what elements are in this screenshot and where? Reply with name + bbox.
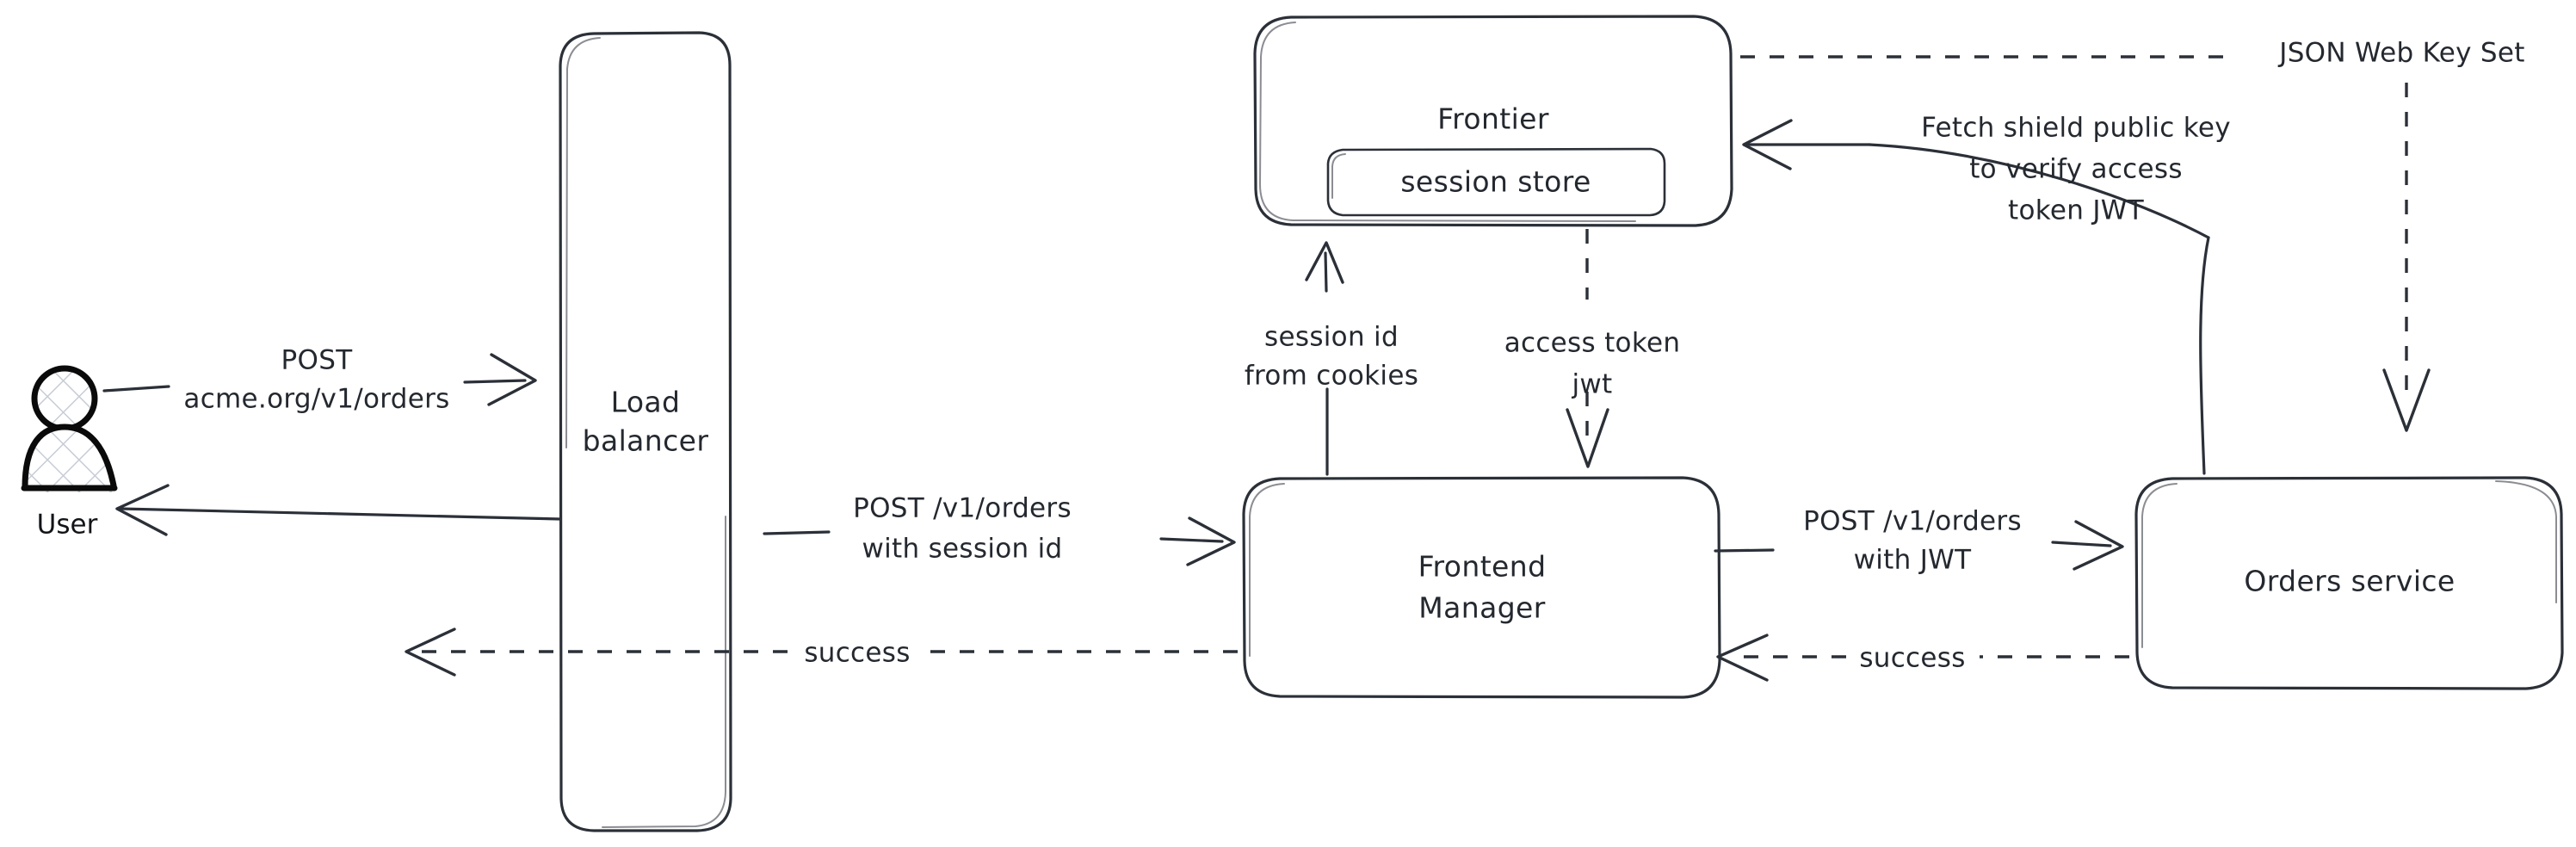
node-load-balancer-label-line2: balancer bbox=[583, 424, 709, 458]
edge-load-balancer-to-user bbox=[115, 484, 562, 536]
node-frontier[interactable]: Frontier session store bbox=[1253, 15, 1733, 227]
edge-fm-to-lb-success: success bbox=[405, 628, 1238, 677]
node-session-store-label: session store bbox=[1400, 165, 1591, 199]
node-session-store[interactable]: session store bbox=[1326, 147, 1666, 217]
edge-fm-to-orders-label-line1: POST /v1/orders bbox=[1803, 506, 2022, 537]
edge-frontier-to-orders-label: JSON Web Key Set bbox=[2277, 38, 2524, 69]
edge-orders-to-fm-success: success bbox=[1716, 634, 2129, 682]
node-load-balancer-label-line1: Load bbox=[611, 386, 681, 419]
edge-fm-to-orders-service: POST /v1/orders with JWT bbox=[1714, 506, 2124, 576]
edge-fm-to-lb-label: success bbox=[804, 638, 910, 669]
edge-fm-to-frontier: session id from cookies bbox=[1245, 241, 1418, 476]
edge-fm-to-frontier-label-line1: session id bbox=[1264, 322, 1399, 353]
node-orders-service[interactable]: Orders service bbox=[2134, 476, 2564, 690]
edge-user-to-load-balancer: POST acme.org/v1/orders bbox=[102, 345, 537, 415]
edge-frontier-to-orders-jwks: JSON Web Key Set bbox=[1740, 38, 2524, 432]
node-frontend-manager-label-line2: Manager bbox=[1418, 591, 1545, 625]
node-orders-service-label: Orders service bbox=[2244, 565, 2455, 598]
node-frontend-manager[interactable]: Frontend Manager bbox=[1242, 476, 1721, 699]
edge-lb-to-fm-label-line2: with session id bbox=[862, 534, 1062, 565]
edge-fm-to-orders-label-line2: with JWT bbox=[1854, 545, 1973, 576]
actor-user-label: User bbox=[37, 510, 98, 541]
edge-orders-to-frontier-fetch-key: Fetch shield public key to verify access… bbox=[1742, 113, 2231, 475]
edge-lb-to-fm-label-line1: POST /v1/orders bbox=[853, 493, 1072, 524]
edge-fm-to-frontier-label-line2: from cookies bbox=[1245, 361, 1418, 392]
edge-user-to-lb-label-line1: POST bbox=[281, 345, 354, 376]
edge-frontier-to-fm-label-line1: access token bbox=[1504, 328, 1681, 359]
edge-lb-to-frontend-manager: POST /v1/orders with session id bbox=[763, 493, 1236, 566]
edge-orders-to-frontier-label-line3: token JWT bbox=[2008, 195, 2145, 226]
edge-frontier-to-fm-label-line2: jwt bbox=[1571, 369, 1612, 400]
person-icon bbox=[21, 365, 118, 492]
actor-user[interactable]: User bbox=[21, 365, 118, 541]
edge-orders-to-frontier-label-line1: Fetch shield public key bbox=[1921, 113, 2231, 144]
node-frontend-manager-label-line1: Frontend bbox=[1418, 550, 1547, 584]
node-load-balancer[interactable]: Load balancer bbox=[559, 31, 732, 832]
edge-user-to-lb-label-line2: acme.org/v1/orders bbox=[183, 384, 449, 415]
edge-orders-to-fm-label: success bbox=[1859, 643, 1965, 674]
edge-frontier-to-fm: access token jwt bbox=[1504, 229, 1681, 468]
edge-orders-to-frontier-label-line2: to verify access bbox=[1969, 154, 2183, 185]
node-frontier-label: Frontier bbox=[1437, 102, 1549, 136]
